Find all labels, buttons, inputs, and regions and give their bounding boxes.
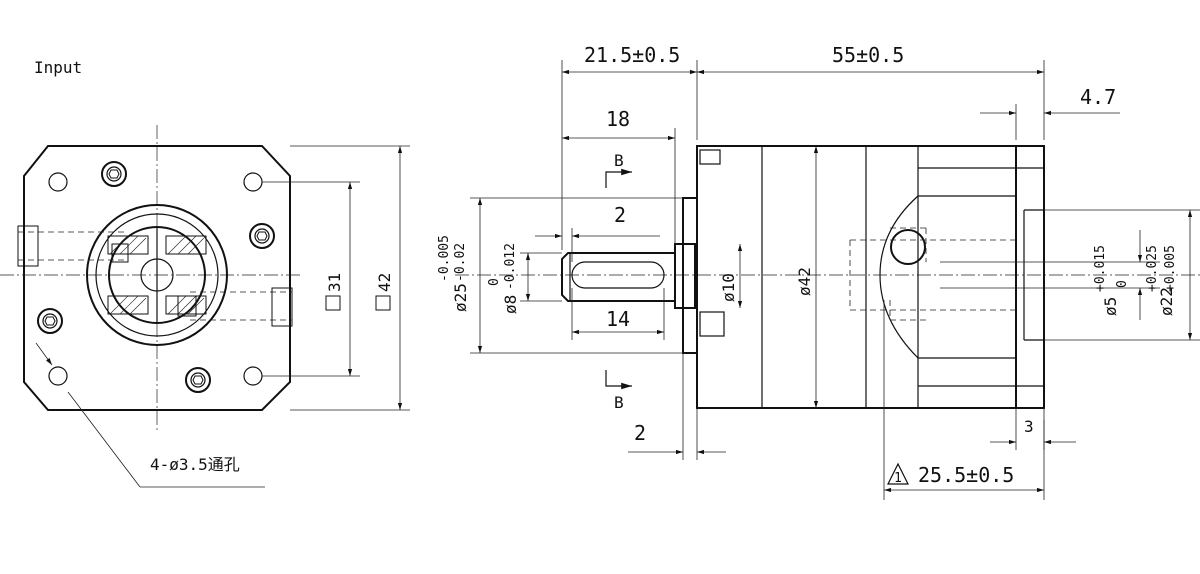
dim-21-5: 21.5±0.5	[584, 43, 680, 67]
dim-d22-tol-bot: +0.005	[1163, 245, 1178, 292]
triangle-symbol	[887, 462, 909, 485]
dim-25-5: 25.5±0.5	[918, 463, 1014, 487]
dim-2-plate: 2	[634, 421, 646, 445]
dim-d25-tol-top: -0.005	[437, 235, 452, 282]
title-label: Input	[34, 58, 82, 77]
screw-bottom	[185, 367, 211, 393]
mount-hole-tr	[243, 172, 263, 192]
dim-55: 55±0.5	[832, 43, 904, 67]
dim-d42: ø42	[795, 267, 814, 296]
square-symbol-31	[325, 295, 341, 311]
dim-d8-tol-top: 0	[487, 278, 502, 286]
flange-outline	[23, 145, 291, 411]
keyway	[571, 261, 665, 289]
set-screw	[890, 229, 926, 265]
mount-hole-bl	[48, 366, 68, 386]
dim-d8: ø8	[501, 295, 520, 314]
dim-42: 42	[375, 273, 394, 292]
dim-d25-tol-bot: -0.02	[453, 243, 468, 282]
input-shaft	[561, 252, 675, 302]
mount-hole-br	[243, 366, 263, 386]
screw-right	[249, 223, 275, 249]
section-b-top: B	[614, 151, 624, 170]
dim-d25: ø25	[451, 283, 470, 312]
dim-d5-tol-bot: 0	[1115, 280, 1130, 288]
dim-d5: ø5	[1101, 297, 1120, 316]
dim-18: 18	[606, 107, 630, 131]
dim-d8-tol-bot: -0.012	[503, 243, 518, 290]
mount-hole-tl	[48, 172, 68, 192]
dim-3: 3	[1024, 417, 1034, 436]
end-cap	[1015, 145, 1045, 409]
hub-outer-circle	[86, 204, 228, 346]
dim-d5-tol-top: +0.015	[1093, 245, 1108, 292]
dim-d22: ø22	[1157, 287, 1176, 316]
front-view: 31 42 4-ø3.5通孔	[0, 125, 410, 488]
dim-14: 14	[606, 307, 630, 331]
dim-d10: ø10	[719, 273, 738, 302]
dim-d22-tol-top: +0.025	[1145, 245, 1160, 292]
dim-4-7: 4.7	[1080, 85, 1116, 109]
square-symbol-42	[375, 295, 391, 311]
screw-left	[37, 308, 63, 334]
hole-note: 4-ø3.5通孔	[150, 455, 240, 474]
main-body	[696, 145, 1017, 409]
dim-31: 31	[325, 273, 344, 292]
screw-top	[101, 161, 127, 187]
dim-2-key: 2	[614, 203, 626, 227]
section-b-bottom: B	[614, 393, 624, 412]
side-view: 21.5±0.5 55±0.5 4.7 18 B B 2 14 ø25 -0.0…	[437, 43, 1200, 500]
triangle-number: 1	[894, 471, 902, 486]
